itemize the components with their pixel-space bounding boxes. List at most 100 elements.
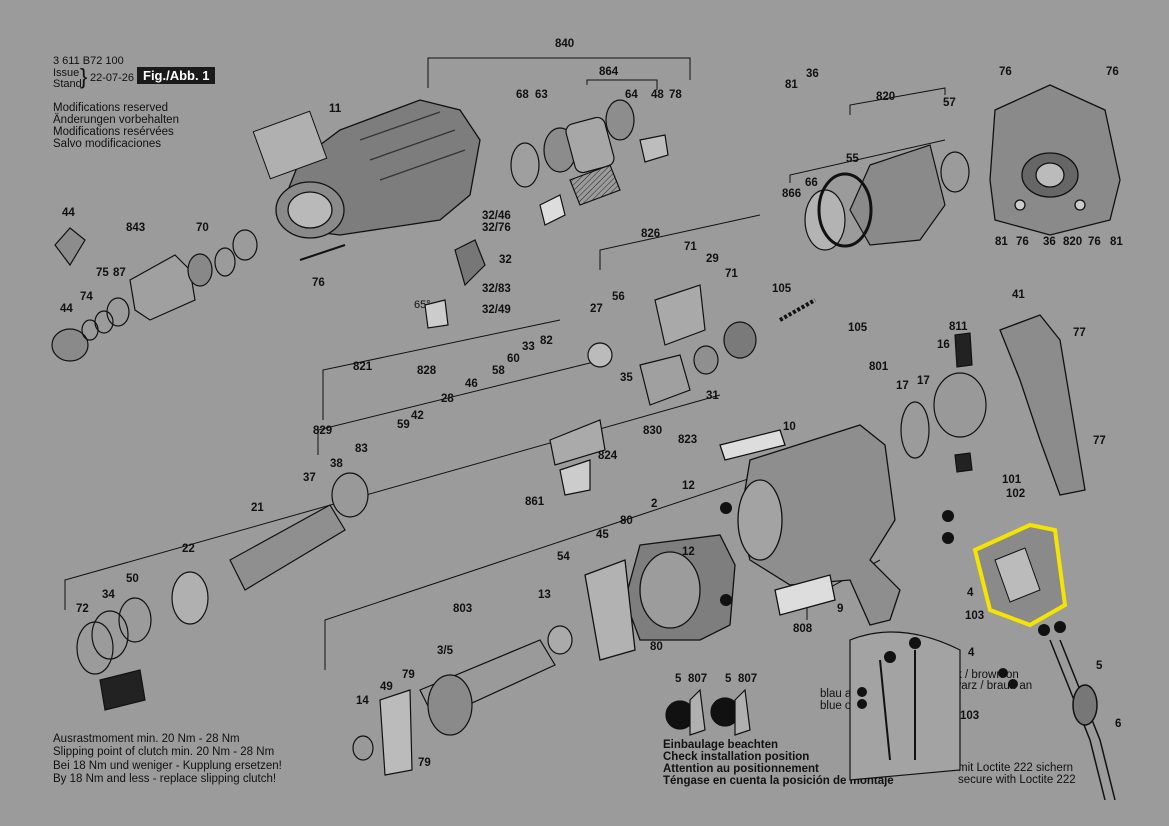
part-number-label: 830 — [643, 425, 662, 437]
intermediate-shaft-parts — [549, 284, 757, 496]
part-number-label: 861 — [525, 496, 545, 508]
part-number-label: 4 — [968, 647, 975, 659]
part-number-label: 808 — [793, 623, 813, 635]
part-number-label: 807 — [688, 673, 707, 685]
part-number-label: 27 — [590, 303, 603, 315]
part-number-label: 46 — [465, 378, 478, 390]
part-number-label: 83 — [355, 443, 368, 455]
part-number-label: 70 — [196, 222, 209, 234]
part-number-label: 54 — [557, 551, 570, 563]
clutch-note-de: Ausrastmoment min. 20 Nm - 28 Nm — [53, 733, 240, 745]
part-number-label: 105 — [772, 283, 792, 295]
part-number-label: 12 — [682, 480, 695, 492]
handle-part — [999, 314, 1086, 496]
part-number-label: 16 — [937, 339, 950, 351]
wiring-blue-de: blau an — [820, 688, 858, 700]
part-number-label: 44 — [60, 303, 73, 315]
part-number-label: 17 — [917, 375, 930, 387]
part-number-label: 13 — [538, 589, 551, 601]
issue-label: Issue — [53, 67, 80, 79]
part-number-label: 81 — [995, 236, 1008, 248]
part-number-label: 81 — [785, 79, 798, 91]
part-number-label: 63 — [535, 89, 548, 101]
part-number-label: 75 — [96, 267, 109, 279]
part-number-label: 101 — [1002, 474, 1022, 486]
issue-brace: } — [80, 64, 88, 89]
wiring-blue-en: blue on — [820, 700, 858, 712]
modifications-fr: Modifications resérvées — [53, 126, 174, 138]
part-number-label: 4 — [967, 587, 974, 599]
modifications-es: Salvo modificaciones — [53, 138, 162, 150]
part-number-label: 29 — [706, 253, 719, 265]
part-number-label: 866 — [782, 188, 801, 200]
part-number-label: 823 — [678, 434, 697, 446]
switch-part-highlighted — [972, 522, 1068, 628]
spindle-parts — [76, 472, 369, 711]
part-number-label: 34 — [102, 589, 115, 601]
part-number-label: 17 — [896, 380, 909, 392]
part-number-label: 68 — [516, 89, 529, 101]
part-number-label: 78 — [669, 89, 682, 101]
install-note-de: Einbaulage beachten — [663, 739, 779, 751]
cable-parts — [1049, 639, 1116, 801]
install-note-fr: Attention au positionnement — [663, 763, 819, 775]
part-number-label: 79 — [418, 757, 431, 769]
part-number-label: 840 — [555, 38, 574, 50]
part-number-label: 807 — [738, 673, 757, 685]
installation-position-icons — [665, 688, 751, 736]
part-number-label: 102 — [1006, 488, 1025, 500]
part-number-label: 22 — [182, 543, 195, 555]
part-number-label: 71 — [684, 241, 697, 253]
part-number-label: 32/83 — [482, 283, 511, 295]
stand-label: Stand — [53, 78, 82, 90]
part-number-label: 829 — [313, 425, 332, 437]
part-number-label: 87 — [113, 267, 126, 279]
modifications-de: Änderungen vorbehalten — [53, 114, 179, 126]
part-number-label: 80 — [650, 641, 663, 653]
part-number-label: 821 — [353, 361, 373, 373]
assembly-bracket-lines — [64, 57, 946, 670]
gear-housing-part — [252, 99, 481, 239]
part-number-label: 76 — [1106, 66, 1119, 78]
part-number-label: 28 — [441, 393, 454, 405]
stator-part — [584, 534, 736, 661]
part-number-label: 76 — [1016, 236, 1029, 248]
part-number-label: 48 — [651, 89, 664, 101]
part-number-label: 66 — [805, 177, 818, 189]
part-number-label: 32 — [499, 254, 512, 266]
part-number-label: 81 — [1110, 236, 1123, 248]
part-number-label: 50 — [126, 573, 139, 585]
part-number-label: 820 — [1063, 236, 1082, 248]
part-number-label: 79 — [402, 669, 415, 681]
part-number-label: 864 — [599, 66, 619, 78]
tool-holder-parts — [510, 99, 669, 226]
part-number-label: 824 — [598, 450, 618, 462]
part-number-label: 31 — [706, 390, 719, 402]
part-number-label: 77 — [1073, 327, 1086, 339]
part-number-label: 35 — [620, 372, 633, 384]
wire-number-markers — [857, 621, 1066, 709]
part-number-label: 76 — [312, 277, 325, 289]
wiring-inset — [849, 631, 961, 781]
issue-date: 22-07-26 — [90, 72, 135, 84]
motor-housing-part — [719, 424, 901, 626]
part-number-label: 826 — [641, 228, 660, 240]
part-number-label: 5 — [1096, 660, 1103, 672]
mode-selector-parts — [299, 239, 486, 329]
part-number-label: 811 — [949, 321, 968, 333]
part-number-label: 76 — [1088, 236, 1101, 248]
loctite-note-en: secure with Loctite 222 — [958, 774, 1076, 786]
clutch-warn-en: By 18 Nm and less - replace slipping clu… — [53, 773, 277, 785]
chuck-parts — [51, 227, 258, 362]
armature-part — [352, 625, 573, 776]
angle-label: 65° — [414, 299, 431, 311]
part-number-label: 5 — [725, 673, 732, 685]
part-number-label: 41 — [1012, 289, 1025, 301]
part-number-label: 32/76 — [482, 222, 511, 234]
part-number-label: 11 — [329, 103, 342, 115]
part-number-label: 2 — [651, 498, 657, 510]
part-number-label: 36 — [806, 68, 819, 80]
circle-markers — [720, 502, 954, 606]
part-number-label: 820 — [876, 91, 895, 103]
